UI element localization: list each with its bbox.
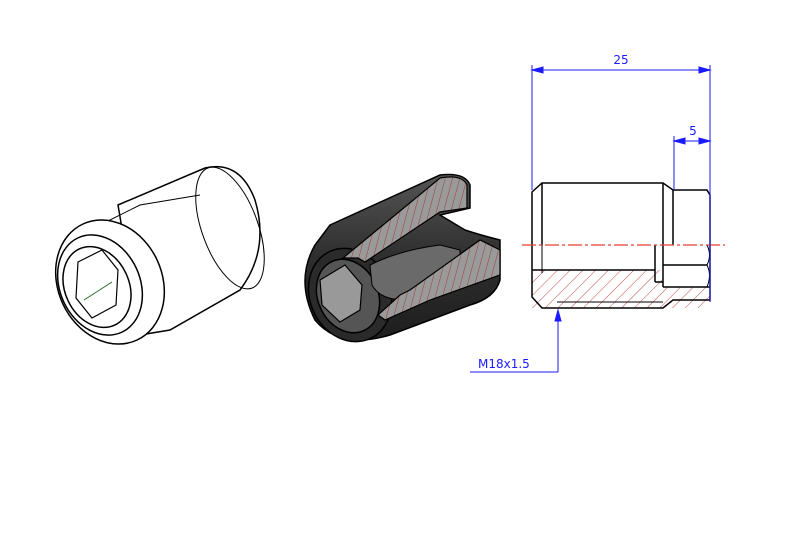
socket-cutaway-view — [304, 173, 501, 343]
part-outline — [531, 182, 711, 309]
thread-callout-label: M18x1.5 — [478, 357, 530, 371]
dimensions — [470, 65, 712, 373]
dimension-length-label: 25 — [613, 53, 628, 67]
dimension-step-label: 5 — [689, 124, 697, 138]
section-view: 25 5 M18x1.5 — [470, 53, 725, 373]
socket-isometric-view — [54, 166, 265, 345]
